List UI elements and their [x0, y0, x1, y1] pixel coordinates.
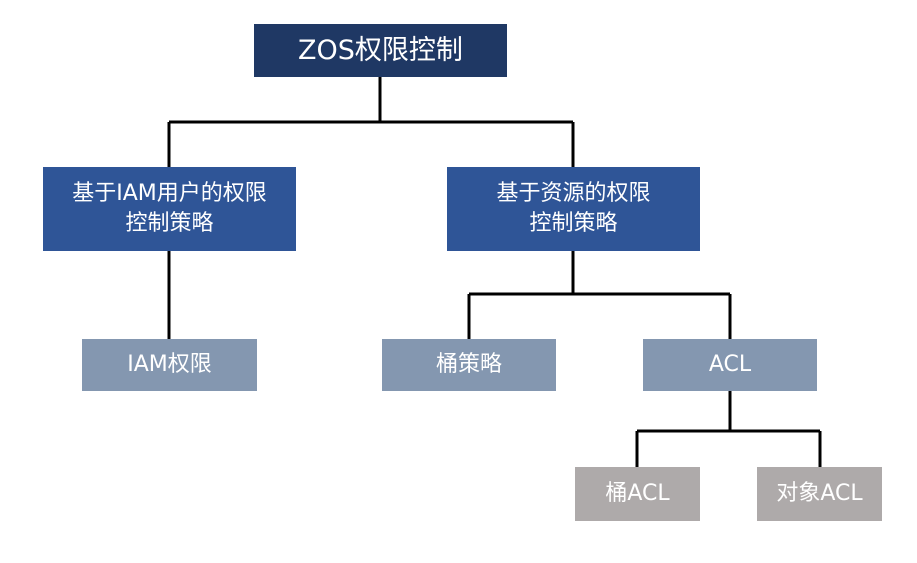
node-bucket-policy: 桶策略: [382, 339, 556, 391]
node-resource-policy: 基于资源的权限 控制策略: [447, 167, 700, 251]
node-resource-policy-line2: 控制策略: [529, 211, 618, 236]
node-root-label: ZOS权限控制: [298, 34, 463, 66]
node-object-acl: 对象ACL: [757, 467, 882, 521]
connector-group: [167, 76, 822, 468]
node-resource-policy-line1: 基于资源的权限: [496, 181, 651, 206]
node-bucket-policy-label: 桶策略: [435, 352, 502, 377]
node-object-acl-label: 对象ACL: [776, 481, 863, 506]
node-iam-policy: 基于IAM用户的权限 控制策略: [43, 167, 296, 251]
node-iam-permission: IAM权限: [82, 339, 257, 391]
node-root: ZOS权限控制: [254, 24, 507, 77]
node-acl: ACL: [643, 339, 817, 391]
node-bucket-acl-label: 桶ACL: [605, 481, 670, 506]
node-iam-policy-line2: 控制策略: [125, 211, 214, 236]
node-bucket-acl: 桶ACL: [575, 467, 700, 521]
node-iam-policy-line1: 基于IAM用户的权限: [72, 181, 267, 206]
node-acl-label: ACL: [708, 352, 752, 377]
node-iam-permission-label: IAM权限: [127, 352, 212, 377]
